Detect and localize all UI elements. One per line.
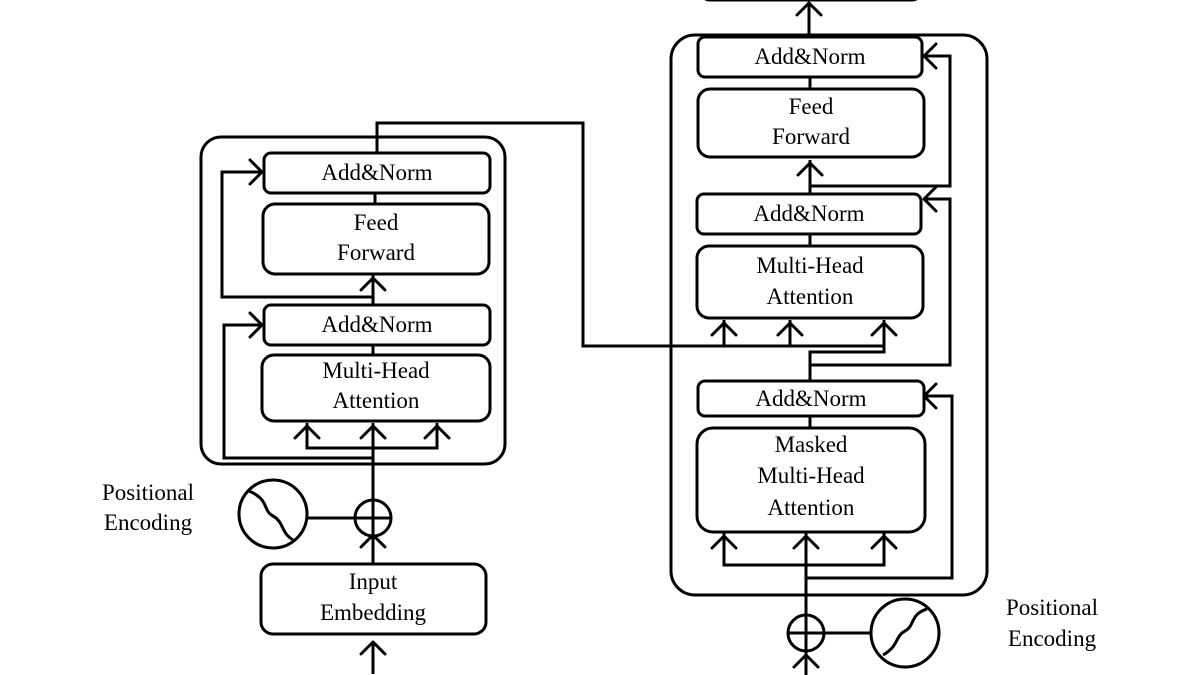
- svg-text:Forward: Forward: [772, 124, 850, 149]
- svg-text:Add&Norm: Add&Norm: [755, 386, 866, 411]
- decoder-frame: [669, 33, 989, 597]
- svg-text:Attention: Attention: [767, 284, 854, 309]
- svg-text:Multi-Head: Multi-Head: [757, 463, 865, 488]
- decoder-feed-forward: Feed Forward: [696, 87, 926, 159]
- decoder-connections: [704, 0, 954, 675]
- encoder-frame: [199, 135, 507, 466]
- encoder-residual-1: [222, 323, 373, 460]
- decoder-residual-3: [810, 54, 952, 188]
- decoder-residual-1: [806, 394, 954, 580]
- svg-text:Input: Input: [349, 569, 398, 594]
- svg-text:Attention: Attention: [768, 495, 855, 520]
- svg-text:Attention: Attention: [333, 388, 420, 413]
- svg-text:Encoding: Encoding: [104, 510, 193, 535]
- svg-text:Feed: Feed: [789, 94, 834, 119]
- encoder-positional-encoding: Positional Encoding: [102, 478, 393, 550]
- svg-text:Feed: Feed: [354, 210, 399, 235]
- svg-text:Add&Norm: Add&Norm: [754, 44, 865, 69]
- decoder-add-norm-middle: Add&Norm: [695, 192, 923, 236]
- encoder: Add&Norm Feed Forward Add&Norm Multi-Hea…: [102, 121, 884, 674]
- decoder-positional-encoding: Positional Encoding: [786, 595, 1098, 669]
- decoder-add-norm-bottom: Add&Norm: [696, 379, 926, 418]
- encoder-output-to-decoder: [375, 121, 884, 348]
- svg-text:Add&Norm: Add&Norm: [321, 160, 432, 185]
- encoder-input-embedding: Input Embedding: [259, 562, 488, 636]
- encoder-feed-forward: Feed Forward: [261, 202, 491, 276]
- encoder-add-norm-top: Add&Norm: [262, 151, 492, 195]
- svg-text:Positional: Positional: [102, 480, 194, 505]
- sine-wave-icon: [869, 597, 941, 669]
- svg-text:Add&Norm: Add&Norm: [753, 201, 864, 226]
- decoder-masked-multi-head-attention: Masked Multi-Head Attention: [695, 426, 927, 534]
- encoder-connections: [220, 121, 884, 674]
- svg-text:Forward: Forward: [337, 240, 415, 265]
- encoder-residual-2: [220, 170, 373, 299]
- decoder-add-norm-top: Add&Norm: [696, 35, 924, 79]
- decoder-multi-head-attention: Multi-Head Attention: [695, 244, 925, 320]
- svg-text:Add&Norm: Add&Norm: [321, 312, 432, 337]
- svg-text:Multi-Head: Multi-Head: [756, 253, 864, 278]
- sine-wave-icon: [237, 478, 309, 550]
- encoder-multi-head-attention: Multi-Head Attention: [260, 353, 492, 423]
- svg-text:Masked: Masked: [775, 432, 848, 457]
- encoder-add-norm-bottom: Add&Norm: [262, 303, 492, 347]
- svg-text:Multi-Head: Multi-Head: [322, 358, 430, 383]
- svg-text:Positional: Positional: [1006, 595, 1098, 620]
- decoder: Add&Norm Feed Forward Add&Norm Multi-Hea…: [669, 0, 1098, 675]
- svg-text:Encoding: Encoding: [1008, 626, 1097, 651]
- svg-text:Embedding: Embedding: [320, 600, 427, 625]
- decoder-residual-2: [810, 197, 952, 367]
